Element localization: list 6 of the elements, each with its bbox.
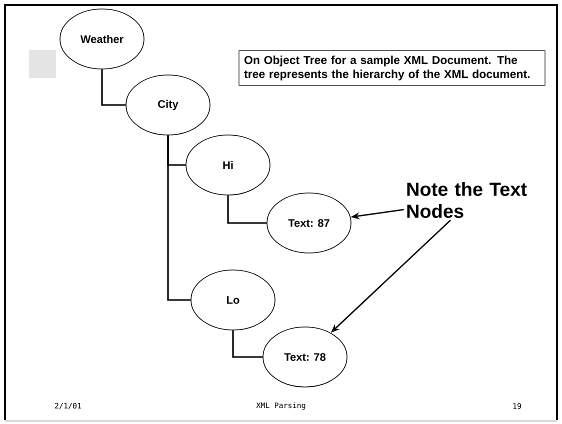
connector-line [167, 135, 191, 301]
connector-line [227, 195, 267, 224]
connector-line [232, 330, 263, 358]
callout-text: Note the Text Nodes [407, 182, 527, 218]
note-box: On Object Tree for a sample XML Document. The tree represents the hierarchy of the XML document. [238, 50, 546, 86]
connector-line [101, 69, 126, 106]
